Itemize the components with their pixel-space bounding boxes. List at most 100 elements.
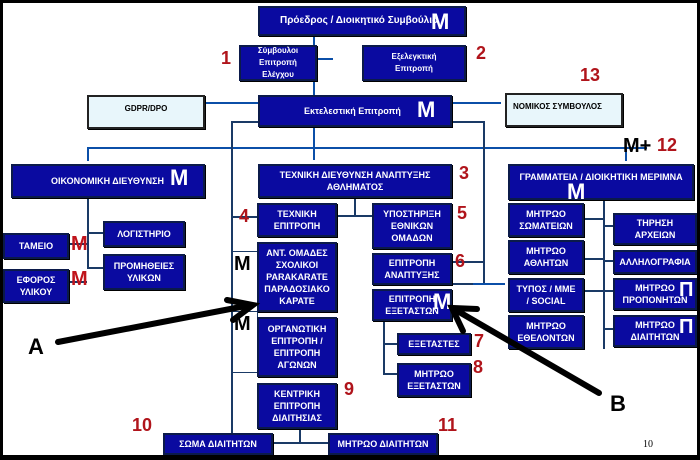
number-label: 7 xyxy=(474,331,485,351)
procurement-label: ΠΡΟΜΗΘΕΙΕΣ ΥΛΙΚΩΝ xyxy=(113,261,175,283)
control-council-label: Σύμβουλοι Επιτροπή Ελέγχου xyxy=(257,46,299,79)
connector xyxy=(583,218,603,220)
technical-committee-box[interactable]: ΤΕΧΝΙΚΗ ΕΠΙΤΡΟΠΗ xyxy=(257,203,337,237)
archives-box[interactable]: ΤΗΡΗΣΗ ΑΡΧΕΙΩΝ xyxy=(613,213,697,245)
national-teams-box[interactable]: ΥΠΟΣΤΗΡΙΞΗ ΕΘΝΙΚΩΝ ΟΜΑΔΩΝ xyxy=(372,203,452,249)
executive-box[interactable]: Εκτελεστική Επιτροπή xyxy=(258,95,452,127)
connector xyxy=(313,120,315,160)
number-label: 10 xyxy=(132,415,153,435)
accounting-box[interactable]: ΛΟΓΙΣΤΗΡΙΟ xyxy=(103,221,185,247)
connector xyxy=(354,198,356,216)
archives-label: ΤΗΡΗΣΗ ΑΡΧΕΙΩΝ xyxy=(634,218,676,240)
connector xyxy=(583,258,603,260)
referee-committee-box[interactable]: ΚΕΝΤΡΙΚΗ ΕΠΙΤΡΟΠΗ ΔΙΑΙΤΗΣΙΑΣ xyxy=(257,383,337,429)
connector xyxy=(87,147,89,161)
examiners-registry-label: ΜΗΤΡΩΟ ΕΞΕΤΑΣΤΩΝ xyxy=(407,369,461,391)
control-council-box[interactable]: Σύμβουλοι Επιτροπή Ελέγχου xyxy=(239,45,317,81)
correspondence-label: ΑΛΛΗΛΟΓΡΑΦΙΑ xyxy=(619,257,691,267)
p-mark: Π xyxy=(679,279,694,301)
page-number: 10 xyxy=(643,439,653,450)
number-label: 13 xyxy=(580,65,601,85)
press-box[interactable]: ΤΥΠΟΣ / ΜΜΕ / SOCIAL xyxy=(508,278,584,312)
number-label: 5 xyxy=(457,203,468,223)
athletes-registry-label: ΜΗΤΡΩΟ ΑΘΛΗΤΩΝ xyxy=(523,246,569,268)
volunteers-registry-box[interactable]: ΜΗΤΡΩΟ ΕΘΕΛΟΝΤΩΝ xyxy=(508,315,584,349)
m-mark: M xyxy=(170,165,189,190)
referees-registry2-label: ΜΗΤΡΩΟ ΔΙΑΙΤΗΤΩΝ xyxy=(630,320,680,342)
gdpr-label: GDPR/DPO xyxy=(124,104,168,113)
coaches-registry-box[interactable]: ΜΗΤΡΩΟ ΠΡΟΠΟΝΗΤΩΝ xyxy=(613,278,697,310)
connector xyxy=(473,283,505,285)
org-chart: Πρόεδρος / Διοικητικό Συμβούλιο Σύμβουλο… xyxy=(3,3,697,455)
procurement-box[interactable]: ΠΡΟΜΗΘΕΙΕΣ ΥΛΙΚΩΝ xyxy=(103,254,185,290)
clubs-registry-box[interactable]: ΜΗΤΡΩΟ ΣΩΜΑΤΕΙΩΝ xyxy=(508,203,584,237)
teams-label: ΑΝΤ. ΟΜΑΔΕΣ ΣΧΟΛΙΚΟΙ PARAKARATE ΠΑΡΑΔΟΣΙ… xyxy=(264,248,330,306)
audit-committee-box[interactable]: Εξελεγκτική Επιτροπή xyxy=(362,45,466,81)
connector xyxy=(437,102,501,104)
examiners-label: ΕΞΕΤΑΣΤΕΣ xyxy=(408,339,460,349)
examiners-committee-label: ΕΠΙΤΡΟΠΗ ΕΞΕΤΑΣΤΩΝ xyxy=(385,294,439,316)
accounting-label: ΛΟΓΙΣΤΗΡΙΟ xyxy=(117,229,171,239)
storekeeper-box[interactable]: ΕΦΟΡΟΣ ΥΛΙΚΟΥ xyxy=(3,269,69,303)
finance-label: ΟΙΚΟΝΟΜΙΚΗ ΔΙΕΥΘΥΝΣΗ xyxy=(51,176,165,186)
m-mark: M xyxy=(567,179,586,204)
connector xyxy=(437,121,485,123)
number-label: 2 xyxy=(476,43,487,63)
teams-box[interactable]: ΑΝΤ. ΟΜΑΔΕΣ ΣΧΟΛΙΚΟΙ PARAKARATE ΠΑΡΑΔΟΣΙ… xyxy=(257,242,337,312)
connector xyxy=(603,260,613,262)
examiners-registry-box[interactable]: ΜΗΤΡΩΟ ΕΞΕΤΑΣΤΩΝ xyxy=(397,363,471,397)
national-teams-label: ΥΠΟΣΤΗΡΙΞΗ ΕΘΝΙΚΩΝ ΟΜΑΔΩΝ xyxy=(383,209,441,243)
connector xyxy=(603,225,613,227)
connector xyxy=(603,290,613,292)
gdpr-box[interactable]: GDPR/DPO xyxy=(87,95,205,129)
connector xyxy=(583,290,603,292)
athletes-registry-box[interactable]: ΜΗΤΡΩΟ ΑΘΛΗΤΩΝ xyxy=(508,240,584,274)
secretariat-box[interactable]: ΓΡΑΜΜΑΤΕΙΑ / ΔΙΟΙΚΗΤΙΚΗ ΜΕΡΙΜΝΑ xyxy=(508,164,694,200)
referees-registry2-box[interactable]: ΜΗΤΡΩΟ ΔΙΑΙΤΗΤΩΝ xyxy=(613,315,697,347)
audit-committee-label: Εξελεγκτική Επιτροπή xyxy=(391,52,437,73)
number-label: 4 xyxy=(239,206,250,226)
secretariat-label: ΓΡΑΜΜΑΤΕΙΑ / ΔΙΟΙΚΗΤΙΚΗ ΜΕΡΙΜΝΑ xyxy=(519,172,683,182)
connector xyxy=(87,232,103,234)
number-label: 9 xyxy=(344,379,355,399)
arrow-a xyxy=(55,297,261,345)
development-committee-label: ΕΠΙΤΡΟΠΗ ΑΝΑΠΤΥΞΗΣ xyxy=(384,258,440,280)
legal-advisor-label: ΝΟΜΙΚΟΣ ΣΥΜΒΟΥΛΟΣ xyxy=(513,102,602,111)
connector xyxy=(87,199,89,269)
connector xyxy=(231,216,257,218)
arrow-b-label: B xyxy=(610,391,626,416)
connector xyxy=(483,121,485,285)
treasury-box[interactable]: ΤΑΜΕΙΟ xyxy=(3,233,69,259)
coaches-registry-label: ΜΗΤΡΩΟ ΠΡΟΠΟΝΗΤΩΝ xyxy=(622,283,688,305)
referee-registry-box[interactable]: ΜΗΤΡΩΟ ΔΙΑΙΤΗΤΩΝ xyxy=(328,433,438,455)
number-label: 3 xyxy=(459,163,470,183)
connector xyxy=(87,267,103,269)
m-mark: M xyxy=(71,233,88,255)
legal-advisor-box[interactable]: ΝΟΜΙΚΟΣ ΣΥΜΒΟΥΛΟΣ xyxy=(505,93,623,127)
examiners-box[interactable]: ΕΞΕΤΑΣΤΕΣ xyxy=(397,333,471,355)
annotation-arrows xyxy=(55,297,602,396)
arrow-b xyxy=(447,304,602,396)
connector xyxy=(383,373,397,375)
connector xyxy=(603,199,605,349)
finance-box[interactable]: ΟΙΚΟΝΟΜΙΚΗ ΔΙΕΥΘΥΝΣΗ xyxy=(11,164,205,198)
connector xyxy=(87,147,647,149)
organizing-committee-label: ΟΡΓΑΝΩΤΙΚΗ ΕΠΙΤΡΟΠΗ / ΕΠΙΤΡΟΠΗ ΑΓΩΝΩΝ xyxy=(267,324,327,370)
correspondence-box[interactable]: ΑΛΛΗΛΟΓΡΑΦΙΑ xyxy=(613,250,697,274)
number-label: 11 xyxy=(438,415,458,435)
storekeeper-label: ΕΦΟΡΟΣ ΥΛΙΚΟΥ xyxy=(16,275,56,297)
connector xyxy=(231,121,261,123)
connector xyxy=(603,328,613,330)
connector xyxy=(63,281,87,283)
development-committee-box[interactable]: ΕΠΙΤΡΟΠΗ ΑΝΑΠΤΥΞΗΣ xyxy=(372,253,452,285)
referee-body-box[interactable]: ΣΩΜΑ ΔΙΑΙΤΗΤΩΝ xyxy=(163,433,273,455)
connector xyxy=(437,283,485,285)
executive-label: Εκτελεστική Επιτροπή xyxy=(304,106,401,116)
connector xyxy=(383,319,385,373)
board-box[interactable]: Πρόεδρος / Διοικητικό Συμβούλιο xyxy=(258,6,466,36)
technical-director-box[interactable]: ΤΕΧΝΙΚΗ ΔΙΕΥΘΥΝΣΗ ΑΝΑΠΤΥΞΗΣ ΑΘΛΗΜΑΤΟΣ xyxy=(258,164,452,198)
organizing-committee-box[interactable]: ΟΡΓΑΝΩΤΙΚΗ ΕΠΙΤΡΟΠΗ / ΕΠΙΤΡΟΠΗ ΑΓΩΝΩΝ xyxy=(257,317,337,377)
arrow-a-label: A xyxy=(28,334,44,359)
m-mark: M xyxy=(433,289,452,314)
referee-body-label: ΣΩΜΑ ΔΙΑΙΤΗΤΩΝ xyxy=(179,439,257,449)
